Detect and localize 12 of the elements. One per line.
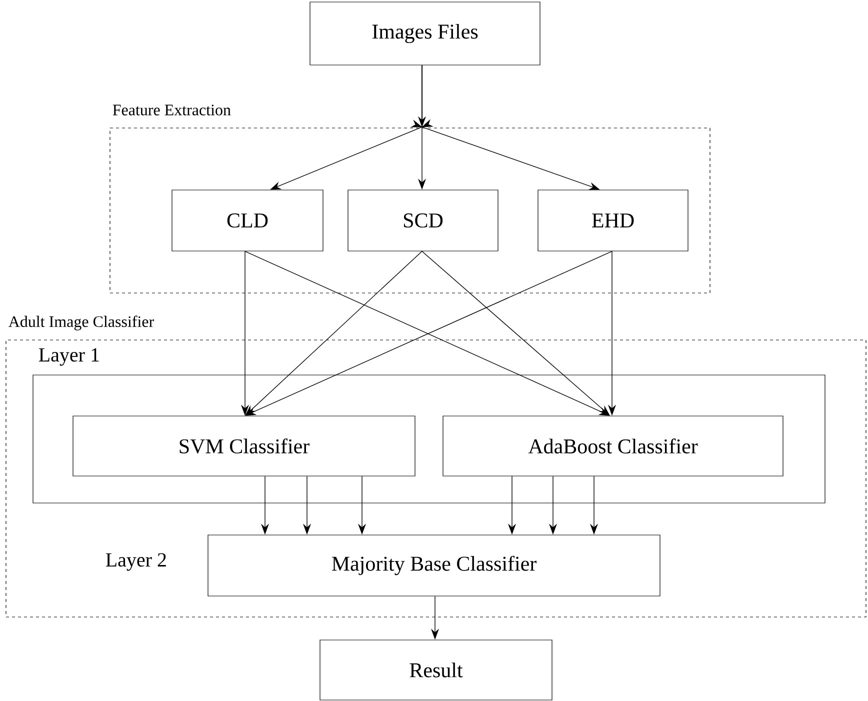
process-box: SCD	[348, 190, 498, 252]
layer-label: Layer 2	[106, 553, 166, 571]
node-label: Layer 1	[38, 348, 99, 366]
process-box: AdaBoost Classifier	[442, 416, 784, 476]
process-box: Result	[320, 640, 552, 700]
process-box: Images Files	[310, 2, 540, 66]
process-box: Majority Base Classifier	[208, 534, 660, 596]
process-box: SVM Classifier	[72, 416, 416, 476]
node-label: Feature Extraction	[112, 104, 231, 116]
process-box: CLD	[172, 190, 324, 252]
node-label: Adult Image Classifier	[8, 316, 154, 330]
process-box: EHD	[538, 190, 688, 252]
